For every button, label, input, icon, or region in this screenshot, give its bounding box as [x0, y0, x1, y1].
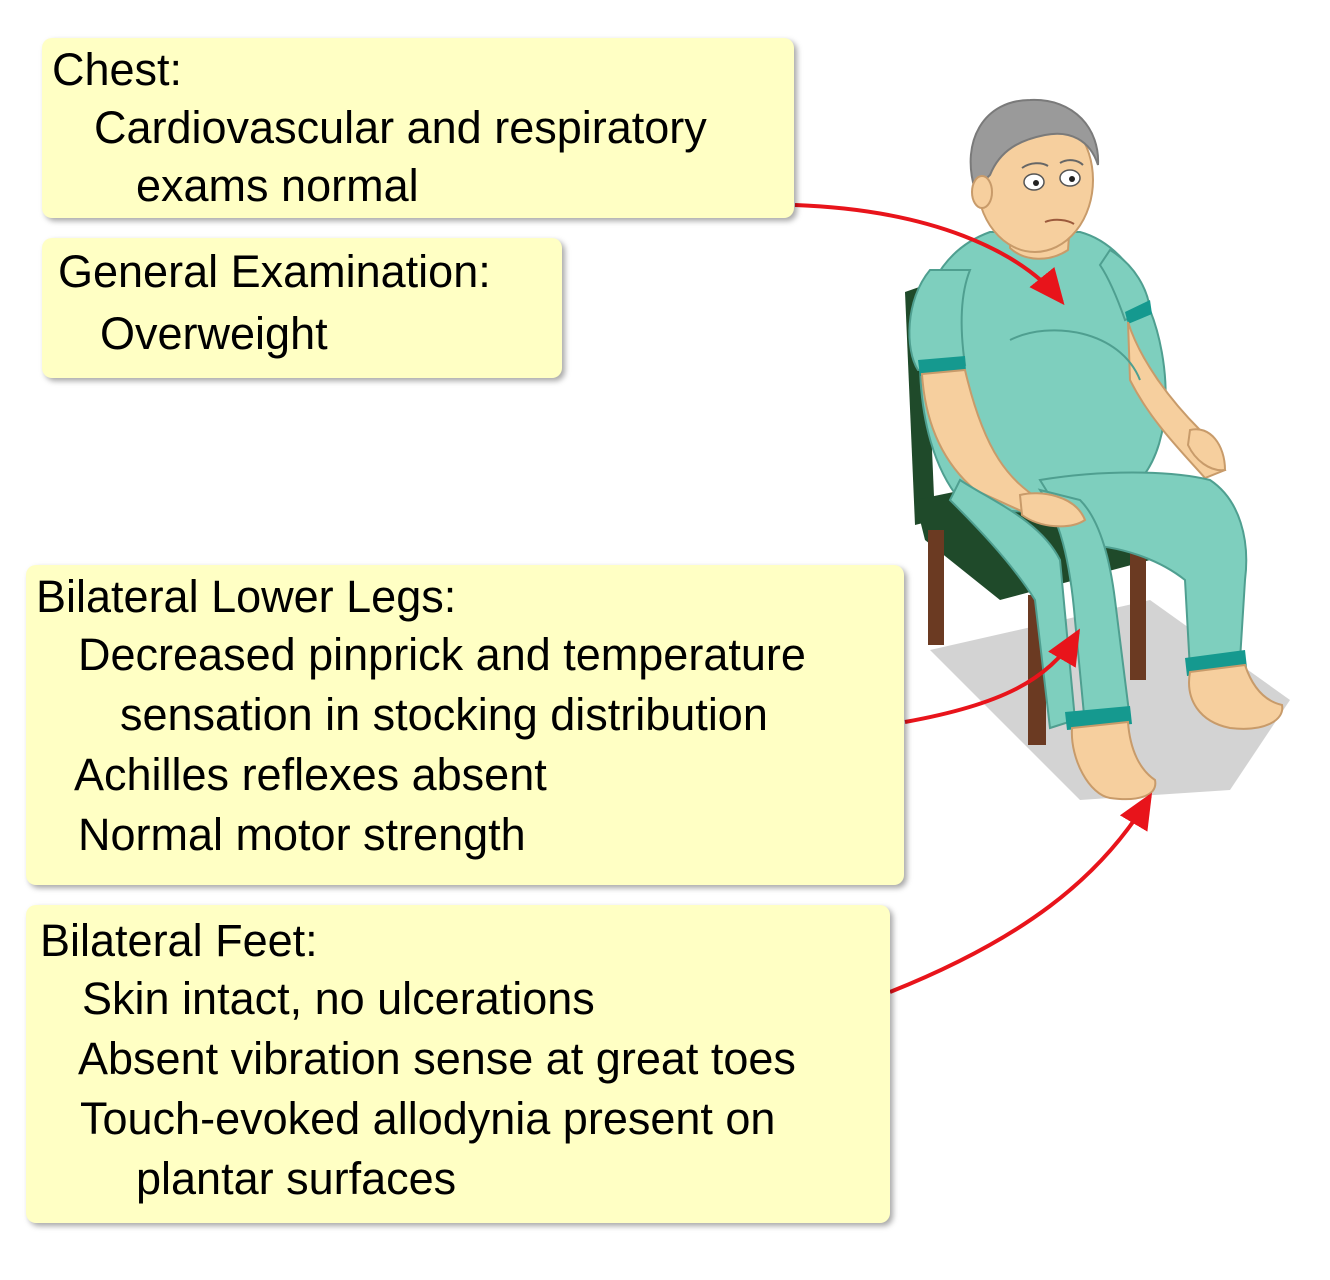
lower-legs-heading: Bilateral Lower Legs:	[36, 571, 457, 622]
arrow-lower-legs	[904, 628, 1081, 724]
lower-legs-callout: Bilateral Lower Legs: Decreased pinprick…	[26, 565, 904, 885]
feet-line-3: Touch-evoked allodynia present on	[80, 1093, 776, 1144]
chest-heading: Chest:	[52, 44, 183, 95]
feet-heading: Bilateral Feet:	[40, 915, 318, 966]
general-line-1: Overweight	[100, 308, 328, 359]
lower-legs-line-3: Achilles reflexes absent	[74, 749, 547, 800]
feet-callout: Bilateral Feet: Skin intact, no ulcerati…	[26, 905, 890, 1223]
lower-legs-line-1: Decreased pinprick and temperature	[78, 629, 806, 680]
callout-arrows	[794, 203, 1153, 994]
chest-line-2: exams normal	[136, 160, 419, 211]
general-heading: General Examination:	[58, 246, 491, 297]
arrow-chest	[794, 203, 1065, 306]
lower-legs-line-4: Normal motor strength	[78, 809, 526, 860]
feet-line-2: Absent vibration sense at great toes	[78, 1033, 796, 1084]
chest-line-1: Cardiovascular and respiratory	[94, 102, 707, 153]
chest-callout: Chest: Cardiovascular and respiratory ex…	[42, 38, 794, 218]
feet-line-4: plantar surfaces	[136, 1153, 457, 1204]
feet-line-1: Skin intact, no ulcerations	[82, 973, 595, 1024]
arrow-feet	[889, 792, 1153, 994]
lower-legs-line-2: sensation in stocking distribution	[120, 689, 768, 740]
general-examination-callout: General Examination: Overweight	[42, 238, 562, 378]
patient-figure	[908, 98, 1284, 801]
